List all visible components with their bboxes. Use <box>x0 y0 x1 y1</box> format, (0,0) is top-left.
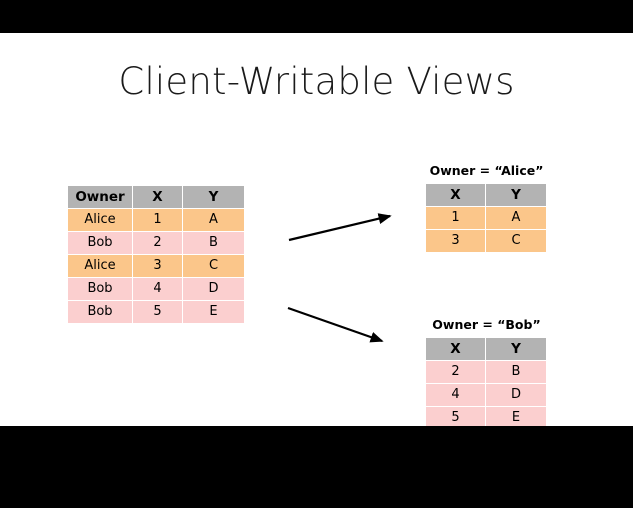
column-header-owner: Owner <box>68 186 132 208</box>
cell-y: E <box>486 407 546 429</box>
table-row: Bob 5 E <box>68 301 244 323</box>
table-row: 5 E <box>426 407 546 429</box>
table-header-row: X Y <box>426 338 546 360</box>
cell-y: B <box>486 361 546 383</box>
table-row: 1 A <box>426 207 546 229</box>
table-row: Bob 4 D <box>68 278 244 300</box>
view-alice-table: X Y 1 A 3 C <box>425 183 547 253</box>
table-row: 4 D <box>426 384 546 406</box>
table-header-row: Owner X Y <box>68 186 244 208</box>
letterbox-bar-bottom <box>0 426 633 475</box>
base-table: Owner X Y Alice 1 A Bob 2 B Alice <box>67 185 245 324</box>
table-row: Alice 1 A <box>68 209 244 231</box>
cell-owner: Bob <box>68 232 132 254</box>
table-row: Alice 3 C <box>68 255 244 277</box>
cell-x: 4 <box>133 278 182 300</box>
letterbox-bar-top <box>0 0 633 33</box>
page-title: Client-Writable Views <box>118 60 515 103</box>
cell-x: 3 <box>133 255 182 277</box>
cell-y: D <box>183 278 244 300</box>
cell-x: 2 <box>133 232 182 254</box>
column-header-x: X <box>133 186 182 208</box>
slide-stage: Client-Writable Views Owner X Y Alice 1 … <box>0 0 633 475</box>
arrow-to-alice-view <box>288 213 392 242</box>
table-row: 3 C <box>426 230 546 252</box>
view-bob-block: Owner = “Bob” X Y 2 B 4 D <box>425 317 548 430</box>
column-header-y: Y <box>183 186 244 208</box>
table-header-row: X Y <box>426 184 546 206</box>
column-header-x: X <box>426 184 485 206</box>
cell-y: B <box>183 232 244 254</box>
cell-y: D <box>486 384 546 406</box>
slide-canvas: Client-Writable Views Owner X Y Alice 1 … <box>0 33 633 430</box>
cell-y: C <box>486 230 546 252</box>
column-header-y: Y <box>486 338 546 360</box>
cell-y: E <box>183 301 244 323</box>
view-bob-table: X Y 2 B 4 D 5 E <box>425 337 547 430</box>
cell-x: 5 <box>133 301 182 323</box>
cell-x: 1 <box>426 207 485 229</box>
cell-x: 3 <box>426 230 485 252</box>
cell-x: 4 <box>426 384 485 406</box>
view-bob-caption: Owner = “Bob” <box>432 317 541 332</box>
cell-owner: Bob <box>68 278 132 300</box>
cell-owner: Alice <box>68 255 132 277</box>
table-row: 2 B <box>426 361 546 383</box>
cell-owner: Alice <box>68 209 132 231</box>
view-alice-caption: Owner = “Alice” <box>429 163 544 178</box>
cell-x: 2 <box>426 361 485 383</box>
cell-x: 1 <box>133 209 182 231</box>
table-row: Bob 2 B <box>68 232 244 254</box>
cell-owner: Bob <box>68 301 132 323</box>
column-header-y: Y <box>486 184 546 206</box>
view-alice-block: Owner = “Alice” X Y 1 A 3 C <box>425 163 548 253</box>
column-header-x: X <box>426 338 485 360</box>
arrow-to-bob-view <box>287 306 384 343</box>
cell-y: C <box>183 255 244 277</box>
cell-y: A <box>183 209 244 231</box>
cell-x: 5 <box>426 407 485 429</box>
cell-y: A <box>486 207 546 229</box>
